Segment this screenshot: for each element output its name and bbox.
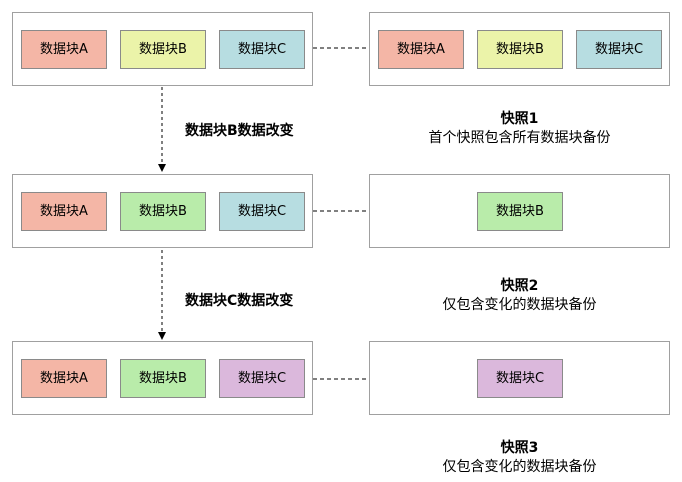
snapshot-3: 数据块C bbox=[369, 341, 670, 415]
change-label-2: 数据块C数据改变 bbox=[185, 293, 294, 309]
snapshot3-desc: 仅包含变化的数据块备份 bbox=[442, 459, 597, 475]
block-a: 数据块A bbox=[21, 30, 107, 69]
snapshot3-label: 快照3 仅包含变化的数据块备份 bbox=[369, 439, 670, 477]
snapshot3-title: 快照3 bbox=[500, 440, 539, 456]
block-a: 数据块A bbox=[21, 359, 107, 398]
block-c: 数据块C bbox=[219, 192, 305, 231]
block-b: 数据块B bbox=[120, 359, 206, 398]
snapshot2-title: 快照2 bbox=[500, 278, 539, 294]
snapshot1-desc: 首个快照包含所有数据块备份 bbox=[428, 130, 611, 146]
data-state-3: 数据块A 数据块B 数据块C bbox=[12, 341, 313, 415]
snapshot3-block-c: 数据块C bbox=[477, 359, 563, 398]
block-b: 数据块B bbox=[120, 30, 206, 69]
snapshot2-block-b: 数据块B bbox=[477, 192, 563, 231]
change-label-1: 数据块B数据改变 bbox=[185, 123, 294, 139]
data-state-1: 数据块A 数据块B 数据块C bbox=[12, 12, 313, 86]
snapshot-1: 数据块A 数据块B 数据块C bbox=[369, 12, 670, 86]
snapshot1-block-a: 数据块A bbox=[378, 30, 464, 69]
block-a: 数据块A bbox=[21, 192, 107, 231]
snapshot1-block-b: 数据块B bbox=[477, 30, 563, 69]
data-state-2: 数据块A 数据块B 数据块C bbox=[12, 174, 313, 248]
block-c: 数据块C bbox=[219, 30, 305, 69]
snapshot1-block-c: 数据块C bbox=[576, 30, 662, 69]
snapshot1-label: 快照1 首个快照包含所有数据块备份 bbox=[369, 110, 670, 148]
snapshot1-title: 快照1 bbox=[500, 111, 539, 127]
snapshot2-desc: 仅包含变化的数据块备份 bbox=[442, 297, 597, 313]
block-c: 数据块C bbox=[219, 359, 305, 398]
block-b: 数据块B bbox=[120, 192, 206, 231]
snapshot-2: 数据块B bbox=[369, 174, 670, 248]
snapshot2-label: 快照2 仅包含变化的数据块备份 bbox=[369, 277, 670, 315]
